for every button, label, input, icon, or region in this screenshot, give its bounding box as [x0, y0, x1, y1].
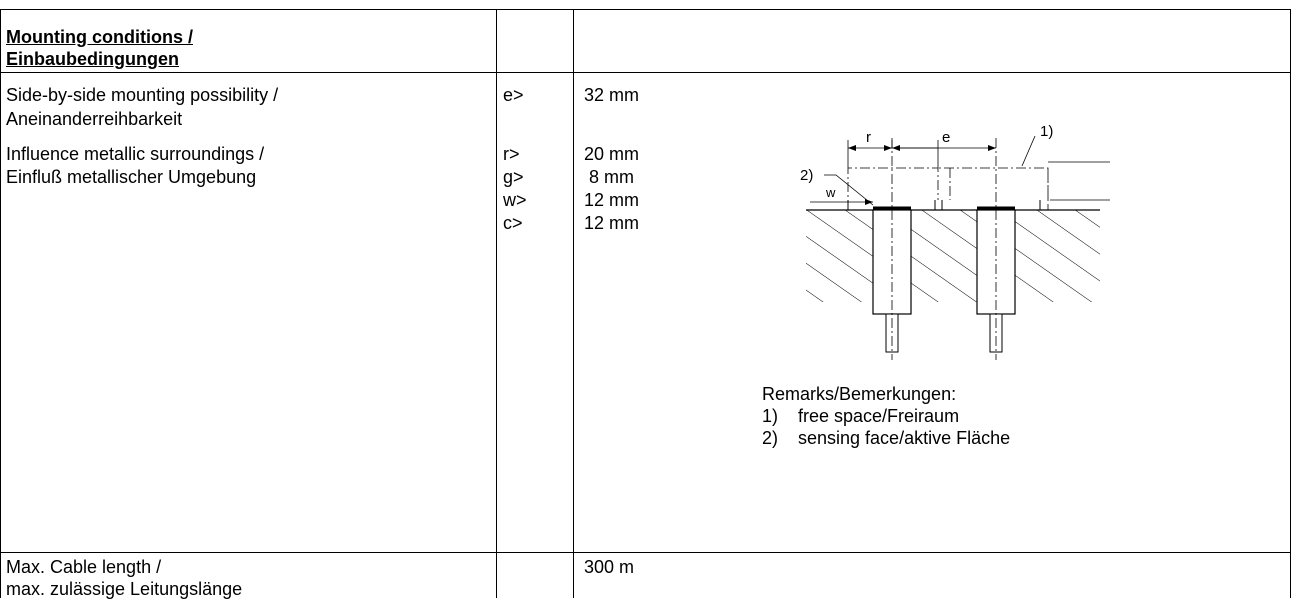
remark-2-num: 2): [762, 428, 779, 448]
remark-1-num: 1): [762, 406, 779, 426]
influence-label-de: Einfluß metallischer Umgebung: [6, 167, 257, 187]
cable-label-en: Max. Cable length /: [6, 557, 162, 577]
mounting-diagram: r e 1) c g w 2): [800, 123, 1110, 360]
remark-2-text: sensing face/aktive Fläche: [798, 428, 1011, 448]
influence-symbol-g: g>: [503, 167, 524, 187]
remark-1-text: free space/Freiraum: [798, 406, 960, 426]
diagram-label-w: w: [825, 185, 836, 200]
influence-symbol-w: w>: [503, 190, 527, 210]
sensor-body-left: [872, 209, 912, 315]
table-border-left: [0, 9, 1, 598]
influence-symbol-c: c>: [503, 213, 523, 233]
influence-value-c: 12 mm: [584, 213, 640, 233]
diagram-label-1: 1): [1040, 123, 1053, 140]
diagram-label-e: e: [942, 129, 950, 146]
row-divider-1: [0, 72, 1291, 73]
side-by-side-value: 32 mm: [584, 85, 640, 105]
column-divider-2: [573, 9, 574, 598]
influence-value-r: 20 mm: [584, 144, 640, 164]
table-border-top: [0, 9, 1291, 10]
side-by-side-label-en: Side-by-side mounting possibility /: [6, 85, 279, 105]
cable-value: 300 m: [584, 557, 635, 577]
influence-value-g: 8 mm: [584, 167, 635, 187]
diagram-label-r: r: [866, 129, 871, 146]
header-title-line2: Einbaubedingungen: [6, 49, 179, 69]
influence-value-w: 12 mm: [584, 190, 640, 210]
cable-label-de: max. zulässige Leitungslänge: [6, 579, 243, 599]
free-space-outline: [847, 167, 1049, 210]
remarks-title: Remarks/Bemerkungen:: [762, 384, 957, 404]
diagram-label-2: 2): [800, 167, 813, 184]
side-by-side-symbol: e>: [503, 85, 524, 105]
side-by-side-label-de: Aneinanderreihbarkeit: [6, 109, 183, 129]
influence-symbol-r: r>: [503, 144, 520, 164]
hatched-metal-surrounding: [806, 210, 1100, 302]
column-divider-1: [496, 9, 497, 598]
influence-label-en: Influence metallic surroundings /: [6, 144, 265, 164]
row-divider-2: [0, 552, 1291, 553]
sensor-body-right: [976, 209, 1016, 315]
header-title-line1: Mounting conditions /: [6, 27, 193, 47]
